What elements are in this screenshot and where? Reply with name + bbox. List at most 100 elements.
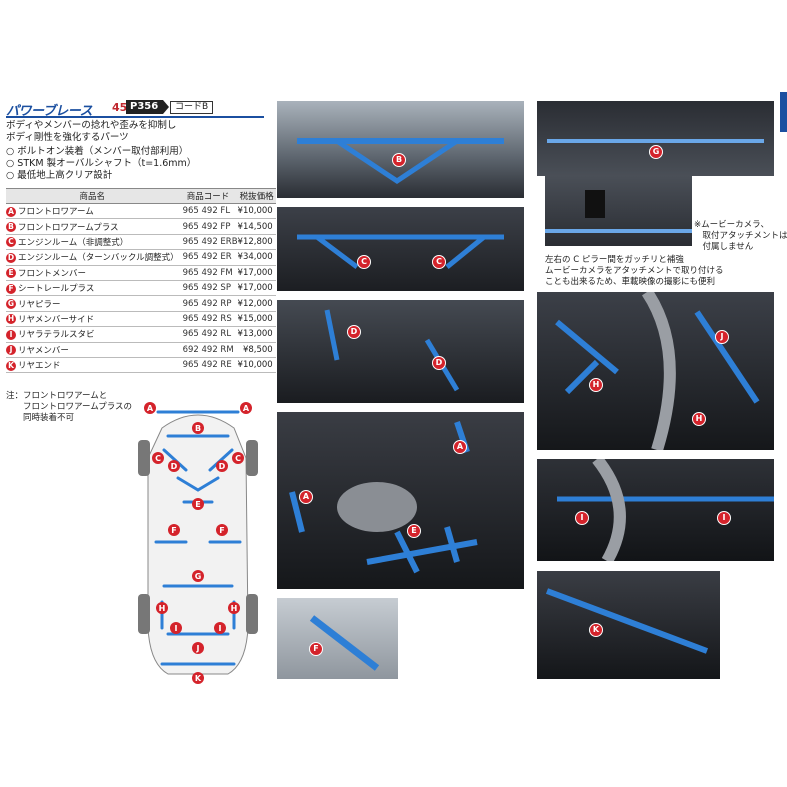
- caption-line: ムービーカメラをアタッチメントで取り付ける: [545, 266, 724, 276]
- note-line: フロントロワアームプラスの: [6, 402, 133, 412]
- feature-item: ○ ボルトオン装着（メンバー取付部利用）: [6, 146, 189, 157]
- svg-text:H: H: [159, 604, 166, 613]
- rear-left-tire: [138, 594, 150, 634]
- letter-badge: G: [6, 299, 16, 310]
- photo-brace-k: K: [537, 571, 720, 679]
- product-price: ¥13,000: [237, 326, 276, 343]
- product-price: ¥8,500: [237, 342, 276, 358]
- pillar-caption: 左右の C ピラー間をガッチリと補強 ムービーカメラをアタッチメントで取り付ける…: [545, 255, 724, 288]
- table-header-row: 商品名 商品コード 税抜価格: [6, 188, 276, 204]
- svg-text:F: F: [219, 526, 224, 535]
- svg-text:F: F: [171, 526, 176, 535]
- svg-text:D: D: [219, 462, 226, 471]
- product-name: リヤエンド: [18, 361, 61, 372]
- caption-line: 左右の C ピラー間をガッチリと補強: [545, 255, 684, 265]
- letter-badge: B: [6, 222, 16, 233]
- product-code: 965 492 FL: [178, 203, 238, 220]
- section-title: パワーブレース: [6, 104, 93, 119]
- letter-badge: C: [6, 237, 16, 248]
- caption-line: ことも出来るため、車載映像の撮影にも便利: [545, 277, 716, 287]
- feature-item: ○ STKM 製オーバルシャフト（t=1.6mm）: [6, 158, 197, 169]
- rear-right-tire: [246, 594, 258, 634]
- photo-label-d: D: [432, 356, 446, 370]
- letter-badge: F: [6, 283, 16, 294]
- photo-label-c: C: [357, 255, 371, 269]
- photo-brace-g: G: [537, 101, 774, 176]
- product-name: リヤメンバーサイド: [18, 314, 95, 325]
- product-name: フロントメンバー: [18, 268, 87, 279]
- product-price: ¥15,000: [237, 311, 276, 328]
- page-reference-tag: P356: [126, 100, 170, 114]
- camera-caption: ※ムービーカメラ、 取付アタッチメントは 付属しません: [694, 220, 787, 253]
- svg-text:B: B: [195, 424, 201, 433]
- column-header: 商品コード: [178, 188, 238, 204]
- column-header: 税抜価格: [237, 188, 276, 204]
- photo-brace-d: D D: [277, 300, 524, 403]
- letter-badge: H: [6, 314, 16, 325]
- description-line: ボディ剛性を強化するパーツ: [6, 132, 129, 143]
- product-price: ¥12,800: [237, 234, 276, 251]
- letter-badge: I: [6, 329, 16, 340]
- photo-label-j: J: [715, 330, 729, 344]
- photo-brace-b: B: [277, 101, 524, 198]
- svg-text:I: I: [219, 624, 222, 633]
- product-price: ¥17,000: [237, 265, 276, 281]
- caption-line: 付属しません: [694, 242, 754, 252]
- product-code: 692 492 RM: [178, 342, 238, 358]
- photo-label-c: C: [432, 255, 446, 269]
- svg-text:A: A: [243, 404, 250, 413]
- caption-line: ※ムービーカメラ、: [694, 220, 769, 230]
- photo-brace-a-e: A A E: [277, 412, 524, 589]
- product-price: ¥34,000: [237, 249, 276, 266]
- product-code: 965 492 SP: [178, 280, 238, 297]
- front-left-tire: [138, 440, 150, 476]
- feature-item: ○ 最低地上高クリア設計: [6, 170, 113, 181]
- page-number: 45: [112, 101, 128, 114]
- photo-label-k: K: [589, 623, 603, 637]
- product-code: 965 492 RE: [178, 357, 238, 374]
- photo-label-b: B: [392, 153, 406, 167]
- svg-text:J: J: [196, 644, 200, 653]
- compatibility-note: 注：フロントロワアームと フロントロワアームプラスの 同時装着不可: [6, 391, 132, 424]
- code-label: コードB: [170, 101, 214, 114]
- svg-text:G: G: [195, 572, 202, 581]
- feature-list: ○ ボルトオン装着（メンバー取付部利用） ○ STKM 製オーバルシャフト（t=…: [6, 146, 196, 182]
- svg-text:E: E: [195, 500, 200, 509]
- note-line: 注：フロントロワアームと: [6, 391, 108, 401]
- description: ボディやメンバーの捻れや歪みを抑制し ボディ剛性を強化するパーツ: [6, 120, 266, 144]
- product-code: 965 492 RS: [178, 311, 238, 328]
- photo-label-h: H: [589, 378, 603, 392]
- product-name: リヤラテラルスタビ: [18, 330, 95, 341]
- product-code: 965 492 RP: [178, 295, 238, 312]
- product-price: ¥10,000: [237, 203, 276, 220]
- svg-text:D: D: [171, 462, 178, 471]
- product-name: リヤピラー: [18, 299, 61, 310]
- photo-label-h: H: [692, 412, 706, 426]
- car-layout-diagram: A A B C C D D E F F G H H I I J K: [138, 402, 258, 684]
- svg-text:C: C: [155, 454, 161, 463]
- photo-brace-c: C C: [277, 207, 524, 291]
- photo-label-e: E: [407, 524, 421, 538]
- product-code: 965 492 FM: [178, 265, 238, 281]
- photo-label-i: I: [717, 511, 731, 525]
- product-name: エンジンルーム（非調整式）: [18, 237, 129, 248]
- product-code: 965 492 RL: [178, 326, 238, 343]
- product-code: 965 492 ER: [178, 249, 238, 266]
- svg-text:I: I: [175, 624, 178, 633]
